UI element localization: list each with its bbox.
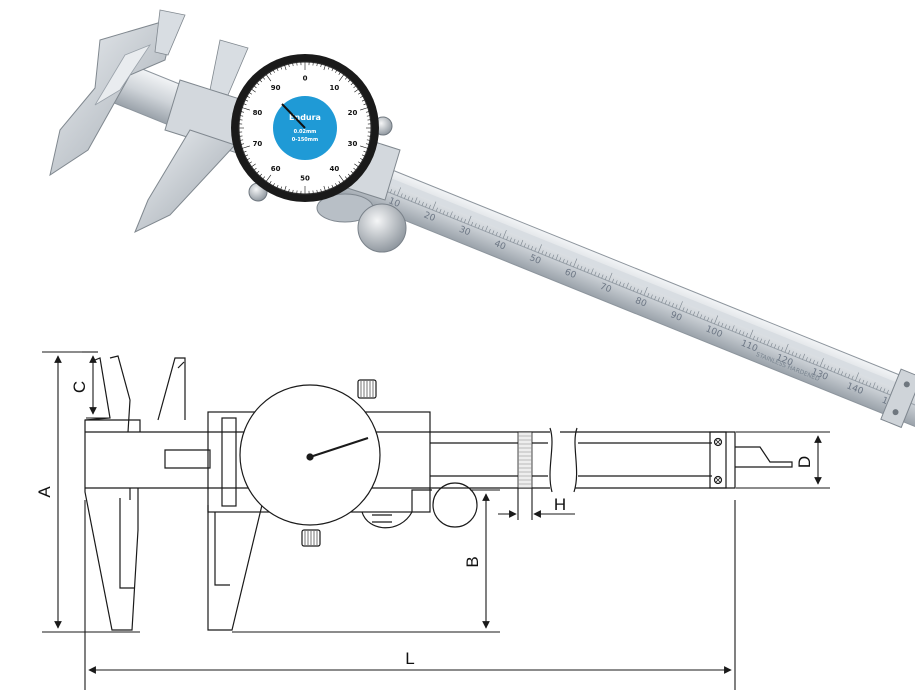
caliper-drawing xyxy=(84,355,793,631)
photo-end-stop xyxy=(880,368,915,429)
photo-scale-number: 30 xyxy=(457,225,472,239)
photo-dial-line1: 0.02mm xyxy=(294,129,317,135)
drawing-dial xyxy=(239,384,381,526)
photo-thumb-knob xyxy=(357,203,407,253)
photo-dial-number: 80 xyxy=(253,109,263,117)
photo-dial-number: 0 xyxy=(303,75,308,83)
drawing-lock-screws xyxy=(301,379,377,547)
photo-dial-number: 20 xyxy=(348,109,358,117)
photo-dial-number: 40 xyxy=(330,165,340,173)
photo-scale-ticks xyxy=(361,173,895,396)
photo-scale-number: 40 xyxy=(493,239,508,253)
drawing-end-stop xyxy=(709,431,793,489)
photo-dial-number: 70 xyxy=(253,140,263,148)
photo-scale-number: 70 xyxy=(598,282,613,296)
drawing-thumb-knob xyxy=(432,482,478,528)
photo-scale-number: 20 xyxy=(422,211,437,225)
photo-scale-number: 50 xyxy=(528,253,543,267)
photo-brand: Endura xyxy=(289,113,321,122)
label-H: H xyxy=(554,495,566,514)
photo-scale-number: 80 xyxy=(634,296,649,310)
label-C: C xyxy=(70,381,89,393)
photo-dial-number: 90 xyxy=(271,84,281,92)
photo-dial-number: 60 xyxy=(271,165,281,173)
label-B: B xyxy=(463,556,482,567)
label-A: A xyxy=(35,486,54,498)
photo-scale-number: 60 xyxy=(563,267,578,281)
label-L: L xyxy=(405,649,414,668)
photo-dial-number: 30 xyxy=(348,140,358,148)
photo-dial-number: 50 xyxy=(300,175,310,183)
photo-scale-number: 90 xyxy=(669,310,684,324)
drawing-beam xyxy=(85,427,736,493)
photo-moving-jaw xyxy=(134,129,236,234)
photo-dial-line2: 0-150mm xyxy=(292,137,318,143)
photo-dial-needle xyxy=(281,103,306,129)
photo-dial: 0 10 20 30 40 50 60 70 80 90 Endura 0.02mm 0-150m… xyxy=(231,54,379,202)
label-D: D xyxy=(795,456,814,468)
photo-dial-number: 10 xyxy=(330,84,340,92)
caliper-photo: 102030405060708090100110120130140150 STA… xyxy=(49,9,915,430)
dimension-lines xyxy=(42,351,830,690)
